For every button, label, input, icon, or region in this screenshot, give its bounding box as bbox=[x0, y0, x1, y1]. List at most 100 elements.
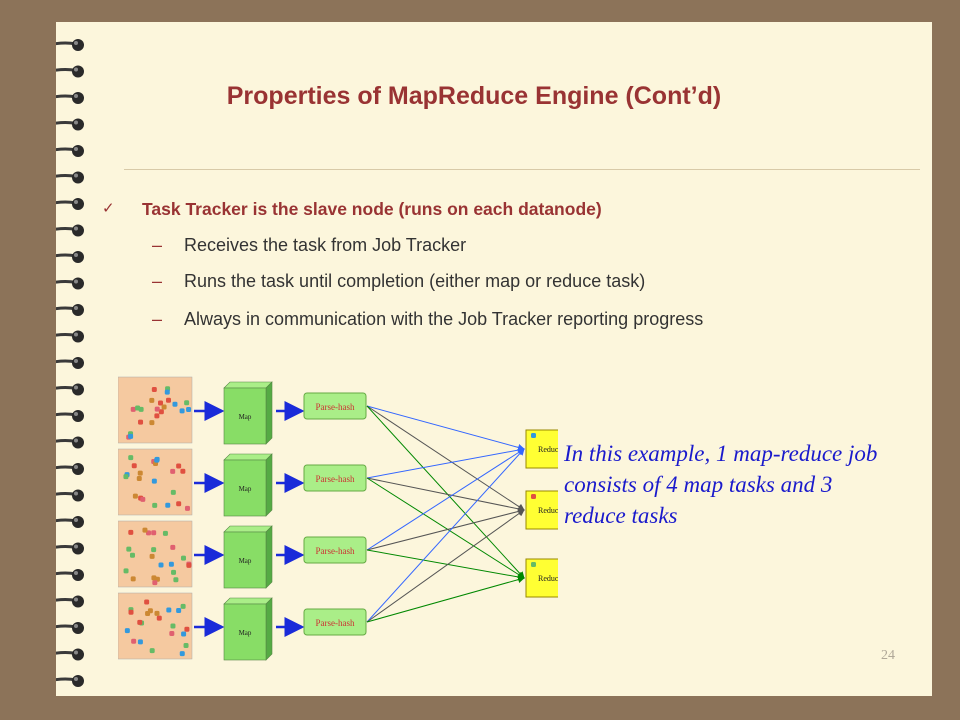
data-record-dot bbox=[138, 419, 144, 425]
data-record-dot bbox=[140, 496, 146, 502]
data-record-dot bbox=[180, 555, 186, 561]
data-record-dot bbox=[129, 552, 135, 558]
data-record-dot bbox=[128, 455, 134, 461]
binding-hole bbox=[72, 410, 84, 422]
binding-hole bbox=[72, 463, 84, 475]
data-record-dot bbox=[128, 609, 134, 615]
binding-hole bbox=[72, 198, 84, 210]
binding-hole-highlight bbox=[74, 279, 78, 284]
data-record-dot bbox=[158, 409, 164, 415]
binding-hole-highlight bbox=[74, 438, 78, 443]
shuffle-line bbox=[366, 477, 525, 579]
data-record-dot bbox=[184, 505, 190, 511]
binding-hole bbox=[72, 648, 84, 661]
data-record-dot bbox=[170, 489, 176, 495]
binding-hole bbox=[72, 118, 84, 131]
binding-hole-highlight bbox=[74, 518, 78, 522]
dash-marker: – bbox=[152, 235, 163, 255]
parse-hash-box bbox=[303, 536, 367, 564]
spiral-binding bbox=[56, 39, 84, 687]
binding-hole-highlight bbox=[74, 200, 78, 204]
map-label: Map bbox=[239, 629, 252, 637]
binding-hole-highlight bbox=[74, 94, 78, 98]
binding-hole-highlight bbox=[74, 359, 78, 363]
parse-hash-box bbox=[303, 464, 367, 492]
binding-hole-highlight bbox=[74, 624, 78, 628]
shuffle-line bbox=[366, 405, 525, 451]
reduce-task: Reduce bbox=[525, 558, 558, 598]
binding-hole-highlight bbox=[74, 120, 78, 125]
binding-hole-highlight bbox=[74, 67, 78, 72]
map-box-side bbox=[265, 525, 273, 589]
data-record-dot bbox=[137, 470, 143, 476]
binding-hole-highlight bbox=[74, 597, 78, 602]
data-record-dot bbox=[176, 501, 182, 507]
binding-hole bbox=[72, 489, 84, 502]
data-record-dot bbox=[136, 476, 142, 482]
data-record-dot bbox=[131, 638, 137, 644]
binding-hole bbox=[72, 224, 84, 237]
data-record-dot bbox=[149, 648, 155, 654]
data-record-dot bbox=[186, 562, 192, 568]
dash-marker: – bbox=[152, 309, 163, 329]
sub-bullet-text: Always in communication with the Job Tra… bbox=[184, 309, 704, 329]
data-record-dot bbox=[180, 468, 186, 474]
parse-hash-task: Parse-hash bbox=[303, 608, 367, 636]
data-record-dot bbox=[176, 463, 182, 469]
parse-hash-task: Parse-hash bbox=[303, 536, 367, 564]
example-caption: In this example, 1 map-reduce job consis… bbox=[564, 441, 878, 528]
data-record-dot bbox=[158, 400, 164, 406]
data-record-dot bbox=[124, 628, 130, 634]
parse-hash-label: Parse-hash bbox=[316, 474, 355, 484]
shuffle-line bbox=[366, 405, 525, 511]
data-record-dot bbox=[184, 626, 190, 632]
data-record-dot bbox=[184, 400, 190, 406]
shuffle-line bbox=[366, 508, 525, 551]
data-record-dot bbox=[165, 502, 171, 508]
map-task: Map bbox=[223, 381, 273, 445]
slide-title: Properties of MapReduce Engine (Cont’d) bbox=[226, 82, 722, 110]
map-box-side bbox=[265, 381, 273, 445]
slide: Properties of MapReduce Engine (Cont’d) … bbox=[56, 22, 932, 696]
data-record-dot bbox=[176, 607, 182, 613]
data-record-dot bbox=[164, 389, 170, 395]
shuffle-line bbox=[366, 448, 525, 623]
data-record-dot bbox=[128, 433, 134, 439]
binding-hole-highlight bbox=[74, 41, 78, 45]
parse-hash-label: Parse-hash bbox=[316, 402, 355, 412]
data-record-dot bbox=[171, 569, 177, 575]
binding-hole bbox=[72, 65, 84, 78]
data-record-dot bbox=[135, 405, 141, 411]
parse-hash-task: Parse-hash bbox=[303, 392, 367, 420]
binding-hole bbox=[72, 436, 84, 449]
map-task: Map bbox=[223, 525, 273, 589]
reduce-key-dot bbox=[531, 433, 536, 438]
map-label: Map bbox=[239, 557, 252, 565]
binding-hole bbox=[72, 251, 84, 263]
binding-hole bbox=[72, 569, 84, 581]
data-record-dot bbox=[149, 397, 155, 403]
mapreduce-diagram: MapParse-hashMapParse-hashMapParse-hashM… bbox=[118, 376, 558, 661]
data-record-dot bbox=[132, 493, 138, 499]
data-record-dot bbox=[152, 580, 158, 586]
main-bullet-text: Task Tracker is the slave node (runs on … bbox=[142, 199, 602, 219]
shuffle-line bbox=[366, 446, 525, 479]
binding-hole bbox=[72, 92, 84, 104]
data-record-dot bbox=[161, 404, 167, 410]
binding-hole bbox=[72, 304, 84, 316]
sub-bullet-text: Runs the task until completion (either m… bbox=[184, 271, 646, 291]
data-record-dot bbox=[183, 642, 189, 648]
data-split-block bbox=[118, 520, 193, 588]
shuffle-line bbox=[366, 549, 525, 581]
binding-hole bbox=[72, 39, 84, 51]
data-record-dot bbox=[123, 474, 129, 480]
binding-hole-highlight bbox=[74, 544, 78, 549]
binding-hole bbox=[72, 595, 84, 608]
reduce-key-dot bbox=[531, 494, 536, 499]
reduce-key-dot bbox=[531, 562, 536, 567]
reduce-box bbox=[525, 490, 558, 530]
map-box-face bbox=[223, 531, 267, 589]
shuffle-line bbox=[366, 477, 525, 513]
data-record-dot bbox=[170, 468, 176, 474]
sub-bullet-text: Receives the task from Job Tracker bbox=[184, 235, 467, 255]
